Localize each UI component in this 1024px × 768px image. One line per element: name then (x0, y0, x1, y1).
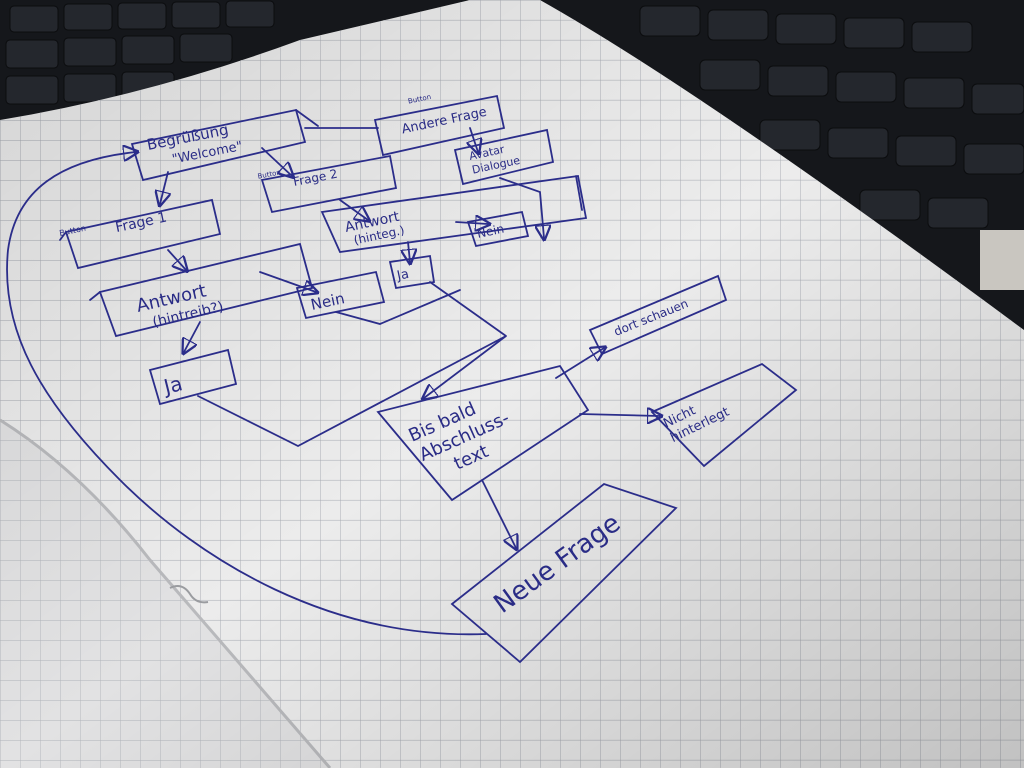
box-andere-frage (373, 94, 506, 157)
box-begruessung (130, 108, 307, 182)
connector-begruessung-frage1 (160, 171, 168, 204)
flowchart (6, 94, 798, 664)
box-antwort-top (320, 174, 588, 253)
box-avatar (453, 128, 555, 186)
connector-frage1-antwort (167, 249, 186, 270)
connector-frage2-antwort (339, 199, 368, 220)
connector-andere-avatar (470, 127, 478, 152)
box-ja-left (148, 348, 238, 406)
box-frage2 (260, 154, 398, 214)
connector-antwort-ja (408, 241, 410, 262)
connector-neue-begruessung (6, 152, 487, 636)
box-neue-frage (450, 482, 678, 664)
connector-ja-mid-abschluss (429, 281, 507, 337)
connector-abschluss-dort (555, 348, 604, 379)
connector-avatar-antwort (499, 177, 544, 238)
connector-abschluss-nicht (579, 414, 660, 416)
connector-antwortleft-ja (184, 321, 201, 352)
label-nein-top: Nein (476, 222, 506, 241)
connector-antwort-nein (455, 222, 488, 224)
label-ja-mid: Ja (395, 267, 411, 284)
connector-antwortleft-nein (259, 271, 316, 292)
connector-begruessung-frage2 (261, 147, 292, 176)
box-nicht-hinterlegt (650, 362, 798, 468)
connector-ja-left-abschluss (197, 335, 507, 448)
connector-nein-left-abschluss (335, 289, 461, 325)
box-abschluss (376, 364, 590, 502)
box-nein-top (466, 210, 530, 248)
box-frage1 (64, 198, 222, 270)
connector-abschluss-neue (481, 479, 516, 548)
box-nein-left (295, 270, 386, 320)
